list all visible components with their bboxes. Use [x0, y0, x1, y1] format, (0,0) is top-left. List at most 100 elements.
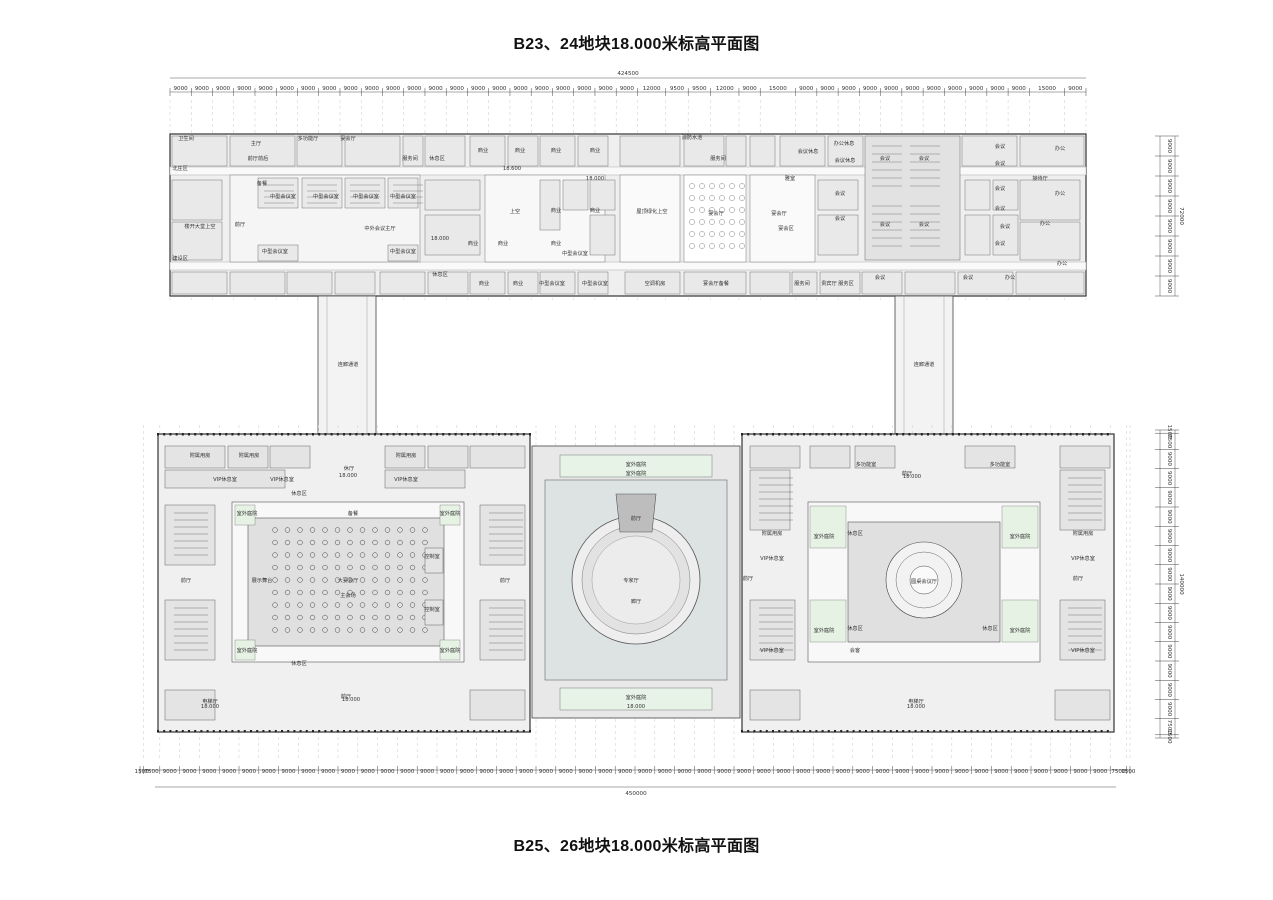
top-room-label: 服务区	[838, 279, 854, 287]
column	[157, 730, 159, 733]
bottom-dim-label: 9000	[578, 769, 593, 775]
bottom-room-label: 休息区	[291, 489, 307, 497]
bottom-room	[964, 445, 1016, 469]
column	[1057, 730, 1060, 733]
bottom-room-label: VIP休息室	[394, 475, 418, 483]
banquet-table	[297, 602, 303, 608]
column	[429, 730, 432, 733]
column	[392, 433, 395, 436]
bridges: 连廊通道 连廊通道	[317, 295, 954, 435]
column	[927, 433, 929, 436]
top-table	[719, 219, 725, 225]
bottom-dim-label: 9000	[222, 769, 237, 775]
bottom-dim-label: 9000	[242, 769, 257, 775]
bottom-dim-label: 9000	[163, 769, 178, 775]
top-room-label: 会议	[835, 214, 846, 222]
top-room	[387, 244, 419, 262]
top-room-label: 宴会区	[778, 224, 794, 232]
column	[889, 433, 892, 436]
bottom-room-label: 备餐	[348, 509, 359, 517]
top-table	[689, 219, 695, 225]
top-table	[719, 183, 725, 189]
banquet-table	[372, 577, 378, 583]
top-dim-label: 9000	[195, 86, 210, 92]
top-dim-label: 9000	[577, 86, 592, 92]
bottom-room-label: VIP休息室	[760, 554, 784, 562]
column	[225, 730, 228, 733]
bottom-dim-label: 9000	[1034, 769, 1049, 775]
bottom-room-label: 18.000	[201, 704, 219, 710]
column	[858, 730, 861, 733]
column	[355, 730, 358, 733]
column	[1001, 433, 1004, 436]
column	[423, 433, 426, 436]
top-table	[699, 183, 705, 189]
top-dim-label: 9000	[258, 86, 273, 92]
top-room	[791, 271, 818, 295]
banquet-table	[272, 539, 278, 546]
bottom-room	[164, 504, 216, 566]
column	[504, 730, 507, 733]
column	[460, 433, 463, 436]
bottom-room	[479, 504, 526, 566]
bottom-room-label: 大宴会厅	[338, 576, 359, 584]
column	[1100, 730, 1103, 733]
top-room-label: 商业	[551, 239, 561, 247]
column	[343, 433, 345, 436]
top-room-label: 18.600	[503, 166, 521, 172]
banquet-table	[397, 577, 403, 583]
bottom-right-dim-label: 9000	[1166, 452, 1172, 467]
top-room-label: 办公	[1055, 144, 1065, 152]
banquet-table	[284, 614, 291, 621]
top-room-label: 会议	[875, 273, 886, 281]
column	[759, 433, 762, 436]
top-table	[729, 219, 735, 225]
top-room-label: 备餐	[257, 179, 268, 187]
bottom-dim-label: 9000	[361, 769, 376, 775]
top-room-label: 中型会议室	[539, 279, 565, 287]
column	[778, 433, 781, 436]
top-table	[739, 207, 745, 213]
top-dim-label: 9000	[842, 86, 857, 92]
bottom-room	[749, 445, 801, 469]
column	[522, 433, 525, 436]
bottom-room-label: VIP休息室	[1071, 646, 1095, 654]
banquet-table	[359, 602, 366, 608]
column	[846, 433, 849, 436]
column	[237, 433, 240, 436]
column	[516, 730, 519, 733]
banquet-table	[272, 552, 278, 558]
banquet-table	[384, 552, 391, 558]
banquet-table	[284, 577, 291, 583]
column	[181, 433, 184, 436]
column	[1082, 433, 1084, 436]
bottom-room-label: 电梯厅	[202, 697, 218, 705]
column	[1013, 730, 1016, 733]
top-room	[229, 271, 286, 295]
bottom-room	[1059, 445, 1111, 469]
bottom-right-dim-label: 9000	[1166, 683, 1172, 698]
top-room-label: 中外会议主厅	[364, 224, 395, 232]
column	[157, 433, 159, 436]
bottom-room-label: 室外庭院	[1010, 532, 1032, 540]
top-room-label: 上空	[510, 207, 520, 215]
column	[361, 433, 364, 436]
column	[386, 433, 389, 436]
column	[933, 730, 936, 733]
bottom-room-label: 休息区	[847, 624, 863, 632]
column	[200, 730, 203, 733]
banquet-table	[272, 564, 278, 571]
top-dim-label: 9000	[471, 86, 486, 92]
column	[815, 730, 818, 733]
bottom-right-dim-label: 9000	[1166, 490, 1172, 505]
top-room	[992, 179, 1019, 211]
bottom-dim-label: 9000	[658, 769, 673, 775]
column	[889, 730, 892, 733]
top-room-label: 商业	[551, 146, 561, 154]
bridge-right	[894, 295, 954, 435]
column	[485, 730, 488, 733]
column	[163, 730, 166, 733]
bottom-dim-label: 9000	[202, 769, 217, 775]
